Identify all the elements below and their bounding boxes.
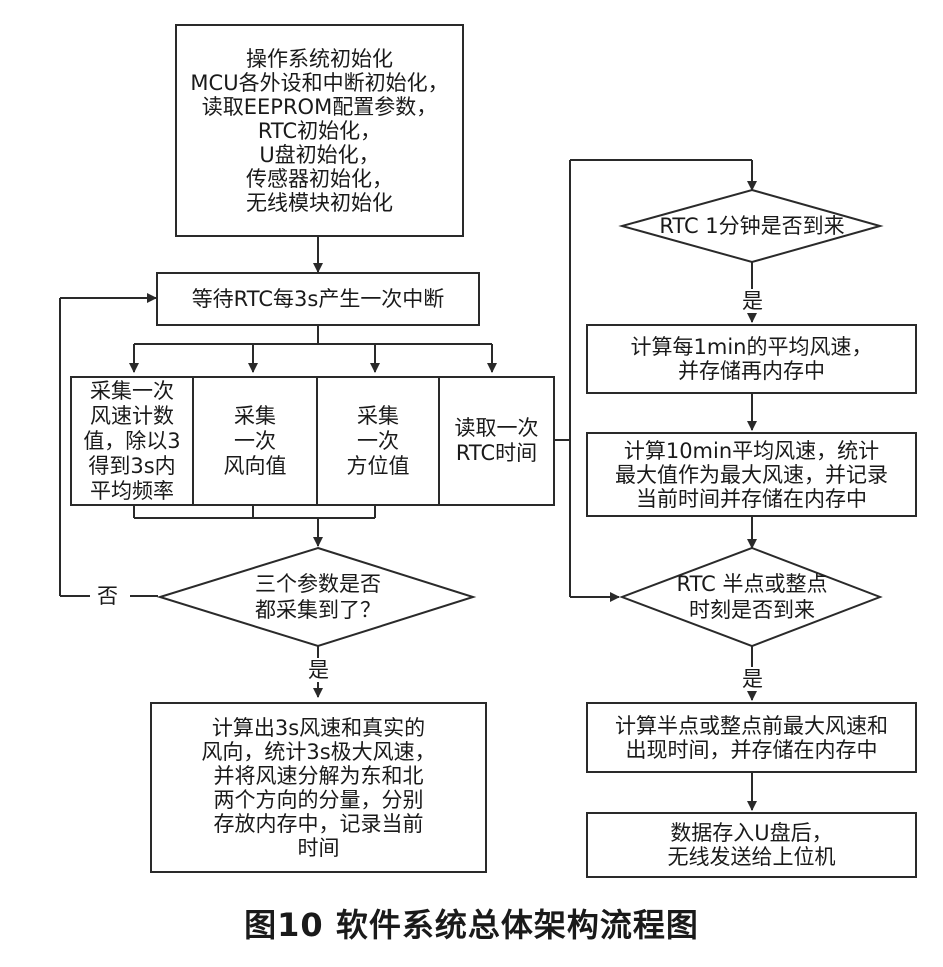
init-line: 传感器初始化， bbox=[246, 166, 393, 191]
init-box: 操作系统初始化 MCU各外设和中断初始化， 读取EEPROM配置参数， RTC初… bbox=[175, 24, 464, 237]
result-box: 计算出3s风速和真实的 风向，统计3s极大风速， 并将风速分解为东和北 两个方向… bbox=[150, 702, 487, 873]
max-speed-box: 计算半点或整点前最大风速和 出现时间，并存储在内存中 bbox=[586, 702, 917, 773]
init-line: 操作系统初始化 bbox=[246, 46, 393, 71]
avg-10min-box: 计算10min平均风速，统计 最大值作为最大风速，并记录 当前时间并存储在内存中 bbox=[586, 432, 917, 517]
decision-params-text: 三个参数是否 都采集到了？ bbox=[255, 572, 381, 622]
decision-diamond-params bbox=[156, 546, 477, 648]
init-line: 读取EEPROM配置参数， bbox=[201, 94, 438, 119]
init-line: RTC初始化， bbox=[257, 118, 382, 143]
decision-diamond-rtc-minute bbox=[618, 188, 884, 264]
decision-diamond-rtc-halfhour bbox=[619, 546, 883, 648]
yes-label-right-2: 是 bbox=[742, 667, 763, 691]
avg-1min-box: 计算每1min的平均风速， 并存储再内存中 bbox=[586, 324, 917, 394]
decision-rtc-halfhour-text: RTC 半点或整点 时刻是否到来 bbox=[676, 572, 828, 622]
task-cell-rtc-read: 读取一次 RTC时间 bbox=[454, 416, 539, 465]
decision-rtc-minute-text: RTC 1分钟是否到来 bbox=[659, 214, 845, 238]
task-cell-bearing: 采集 一次 方位值 bbox=[318, 378, 440, 504]
tasks-row: 采集一次 风速计数 值，除以3 得到3s内 平均频率 采集 一次 风向值 采集 … bbox=[70, 376, 555, 506]
init-line: 无线模块初始化 bbox=[246, 190, 393, 215]
figure-caption: 图10 软件系统总体架构流程图 bbox=[244, 906, 699, 944]
no-label: 否 bbox=[97, 584, 118, 608]
task-cell-wind-direction: 采集 一次 风向值 bbox=[194, 378, 318, 504]
yes-label-right-1: 是 bbox=[742, 289, 763, 313]
init-line: MCU各外设和中断初始化， bbox=[190, 70, 449, 95]
wait-interrupt-box: 等待RTC每3s产生一次中断 bbox=[156, 272, 480, 326]
init-line: U盘初始化， bbox=[259, 142, 380, 167]
store-send-box: 数据存入U盘后， 无线发送给上位机 bbox=[586, 812, 917, 878]
yes-label-left: 是 bbox=[308, 658, 329, 682]
task-cell-wind-speed: 采集一次 风速计数 值，除以3 得到3s内 平均频率 bbox=[72, 378, 194, 504]
wait-label: 等待RTC每3s产生一次中断 bbox=[191, 287, 445, 311]
